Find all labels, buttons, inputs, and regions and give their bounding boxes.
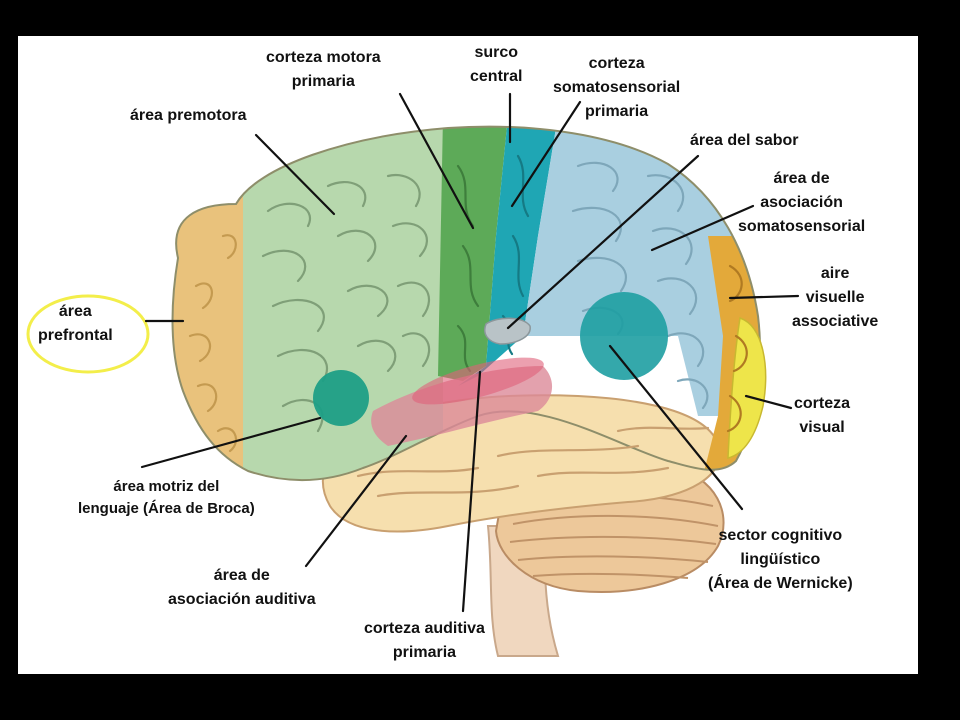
prefrontal-highlight [26, 294, 150, 374]
label-corteza-visual: corteza visual [794, 395, 851, 436]
gyri-texture [188, 154, 748, 498]
somatosensory-region [458, 126, 558, 386]
primary-auditory-region [412, 357, 544, 405]
label-area-prefrontal: área prefrontal [38, 303, 113, 344]
wernicke-area [580, 292, 668, 380]
motor-region [438, 126, 508, 381]
label-corteza-auditiva-primaria: corteza auditiva primaria [364, 620, 485, 661]
label-area-premotora: área premotora [130, 107, 247, 124]
label-area-asociacion-somatosensorial: área de asociación somatosensorial [738, 170, 866, 235]
diagram-panel: corteza motora primaria surco central co… [18, 36, 918, 674]
cerebrum-outline [171, 125, 761, 481]
broca-area [313, 370, 369, 426]
prefrontal-region [172, 126, 248, 481]
taste-area [484, 317, 531, 345]
label-area-asociacion-auditiva: área de asociación auditiva [168, 567, 316, 608]
leader-lines [140, 92, 800, 613]
label-sector-cognitivo-linguistico: sector cognitivo lingüístico (Área de We… [708, 527, 853, 592]
label-surco-central: surco central [470, 44, 523, 85]
label-corteza-somatosensorial-primaria: corteza somatosensorial primaria [553, 55, 681, 120]
label-aire-visuelle-associative: aire visuelle associative [792, 265, 879, 330]
brain-diagram [26, 92, 800, 657]
label-area-motriz-lenguaje: área motriz del lenguaje (Área de Broca) [78, 478, 255, 517]
label-corteza-motora-primaria: corteza motora primaria [266, 49, 381, 90]
label-area-del-sabor: área del sabor [690, 132, 799, 149]
